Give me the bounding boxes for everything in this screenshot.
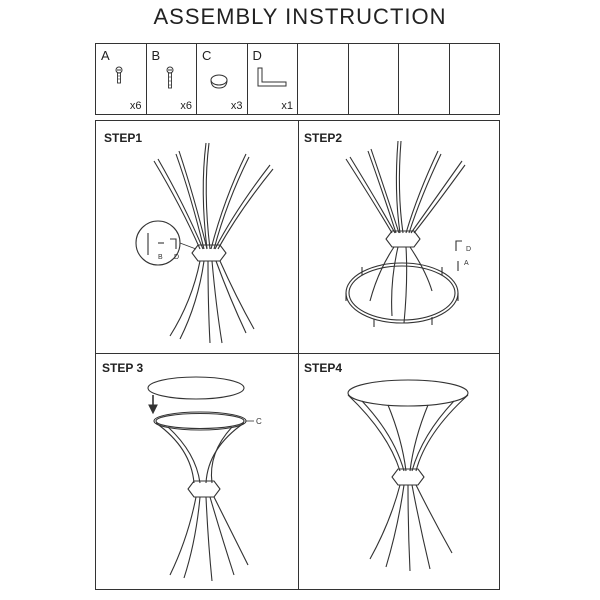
step1-illustration: B D [135,142,274,344]
step2-callout-d: D [466,246,471,253]
step4-illustration [347,379,469,572]
step3-callout-c: C [256,417,262,426]
step4-label: STEP4 [304,361,343,375]
part-quantity: x1 [281,100,293,112]
steps-grid: STEP1 B D STEP2 [95,120,500,590]
part-quantity: x6 [129,100,142,112]
part-letter: B [151,48,161,63]
part-cell-c: C x3 [197,44,248,114]
part-letter: D [252,48,262,63]
part-cell-b: B x6 [147,44,197,114]
parts-table: A x6 B x6 C x3 D [95,43,500,115]
screw-icon [166,66,173,89]
grid-divider-horizontal [96,353,499,355]
part-letter: C [202,48,212,63]
part-cell-empty [349,44,399,114]
step3-label: STEP 3 [102,361,144,375]
page-title: ASSEMBLY INSTRUCTION [153,4,447,29]
part-cell-a: A x6 [96,44,147,114]
grid-divider-vertical [298,121,300,589]
part-letter: A [101,48,110,63]
step1-callout-b: B [158,254,163,261]
part-cell-d: D x1 [248,44,298,114]
part-cell-empty [298,44,349,114]
screw-icon [115,66,123,84]
part-quantity: x6 [180,100,192,112]
step2-callout-a: A [464,260,469,267]
allen-key-icon [257,67,286,87]
step3-illustration: C [147,376,262,582]
foot-cap-icon [210,74,228,89]
step1-label: STEP1 [104,131,143,145]
step2-illustration: D A [345,140,471,327]
part-cell-empty [399,44,450,114]
part-cell-empty [450,44,500,114]
step1-callout-d: D [174,254,179,261]
part-quantity: x3 [230,100,243,112]
step2-label: STEP2 [304,131,343,145]
